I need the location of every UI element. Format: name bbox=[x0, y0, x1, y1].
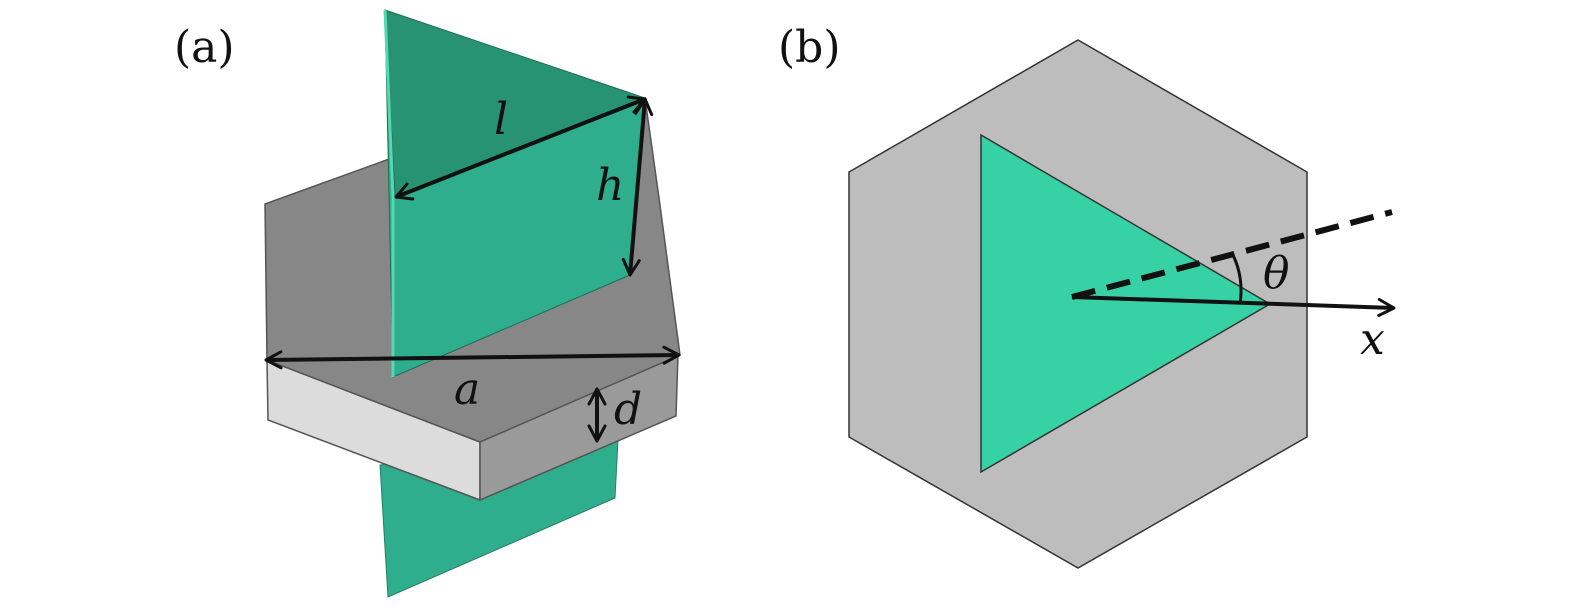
h-dimension-arrow bbox=[621, 97, 654, 277]
theta-angle-arc bbox=[1231, 254, 1243, 305]
panel-b: (b) θ x bbox=[778, 22, 1396, 569]
label-d: d bbox=[614, 384, 642, 435]
x-axis-arrow bbox=[1071, 295, 1396, 317]
panel-a: (a) l h a d bbox=[174, 9, 681, 598]
panel-a-label: (a) bbox=[174, 22, 235, 73]
label-a: a bbox=[454, 364, 480, 415]
label-x: x bbox=[1360, 314, 1385, 365]
label-l: l bbox=[494, 94, 508, 145]
a-dimension-arrow bbox=[264, 345, 681, 370]
rotated-axis-dashed bbox=[1071, 209, 1393, 300]
label-theta: θ bbox=[1263, 248, 1290, 299]
fin-edge-highlight bbox=[383, 9, 395, 377]
l-dimension-arrow bbox=[394, 95, 647, 201]
triangle-top-view bbox=[980, 133, 1272, 474]
label-h: h bbox=[596, 160, 624, 211]
panel-b-label: (b) bbox=[778, 22, 841, 73]
